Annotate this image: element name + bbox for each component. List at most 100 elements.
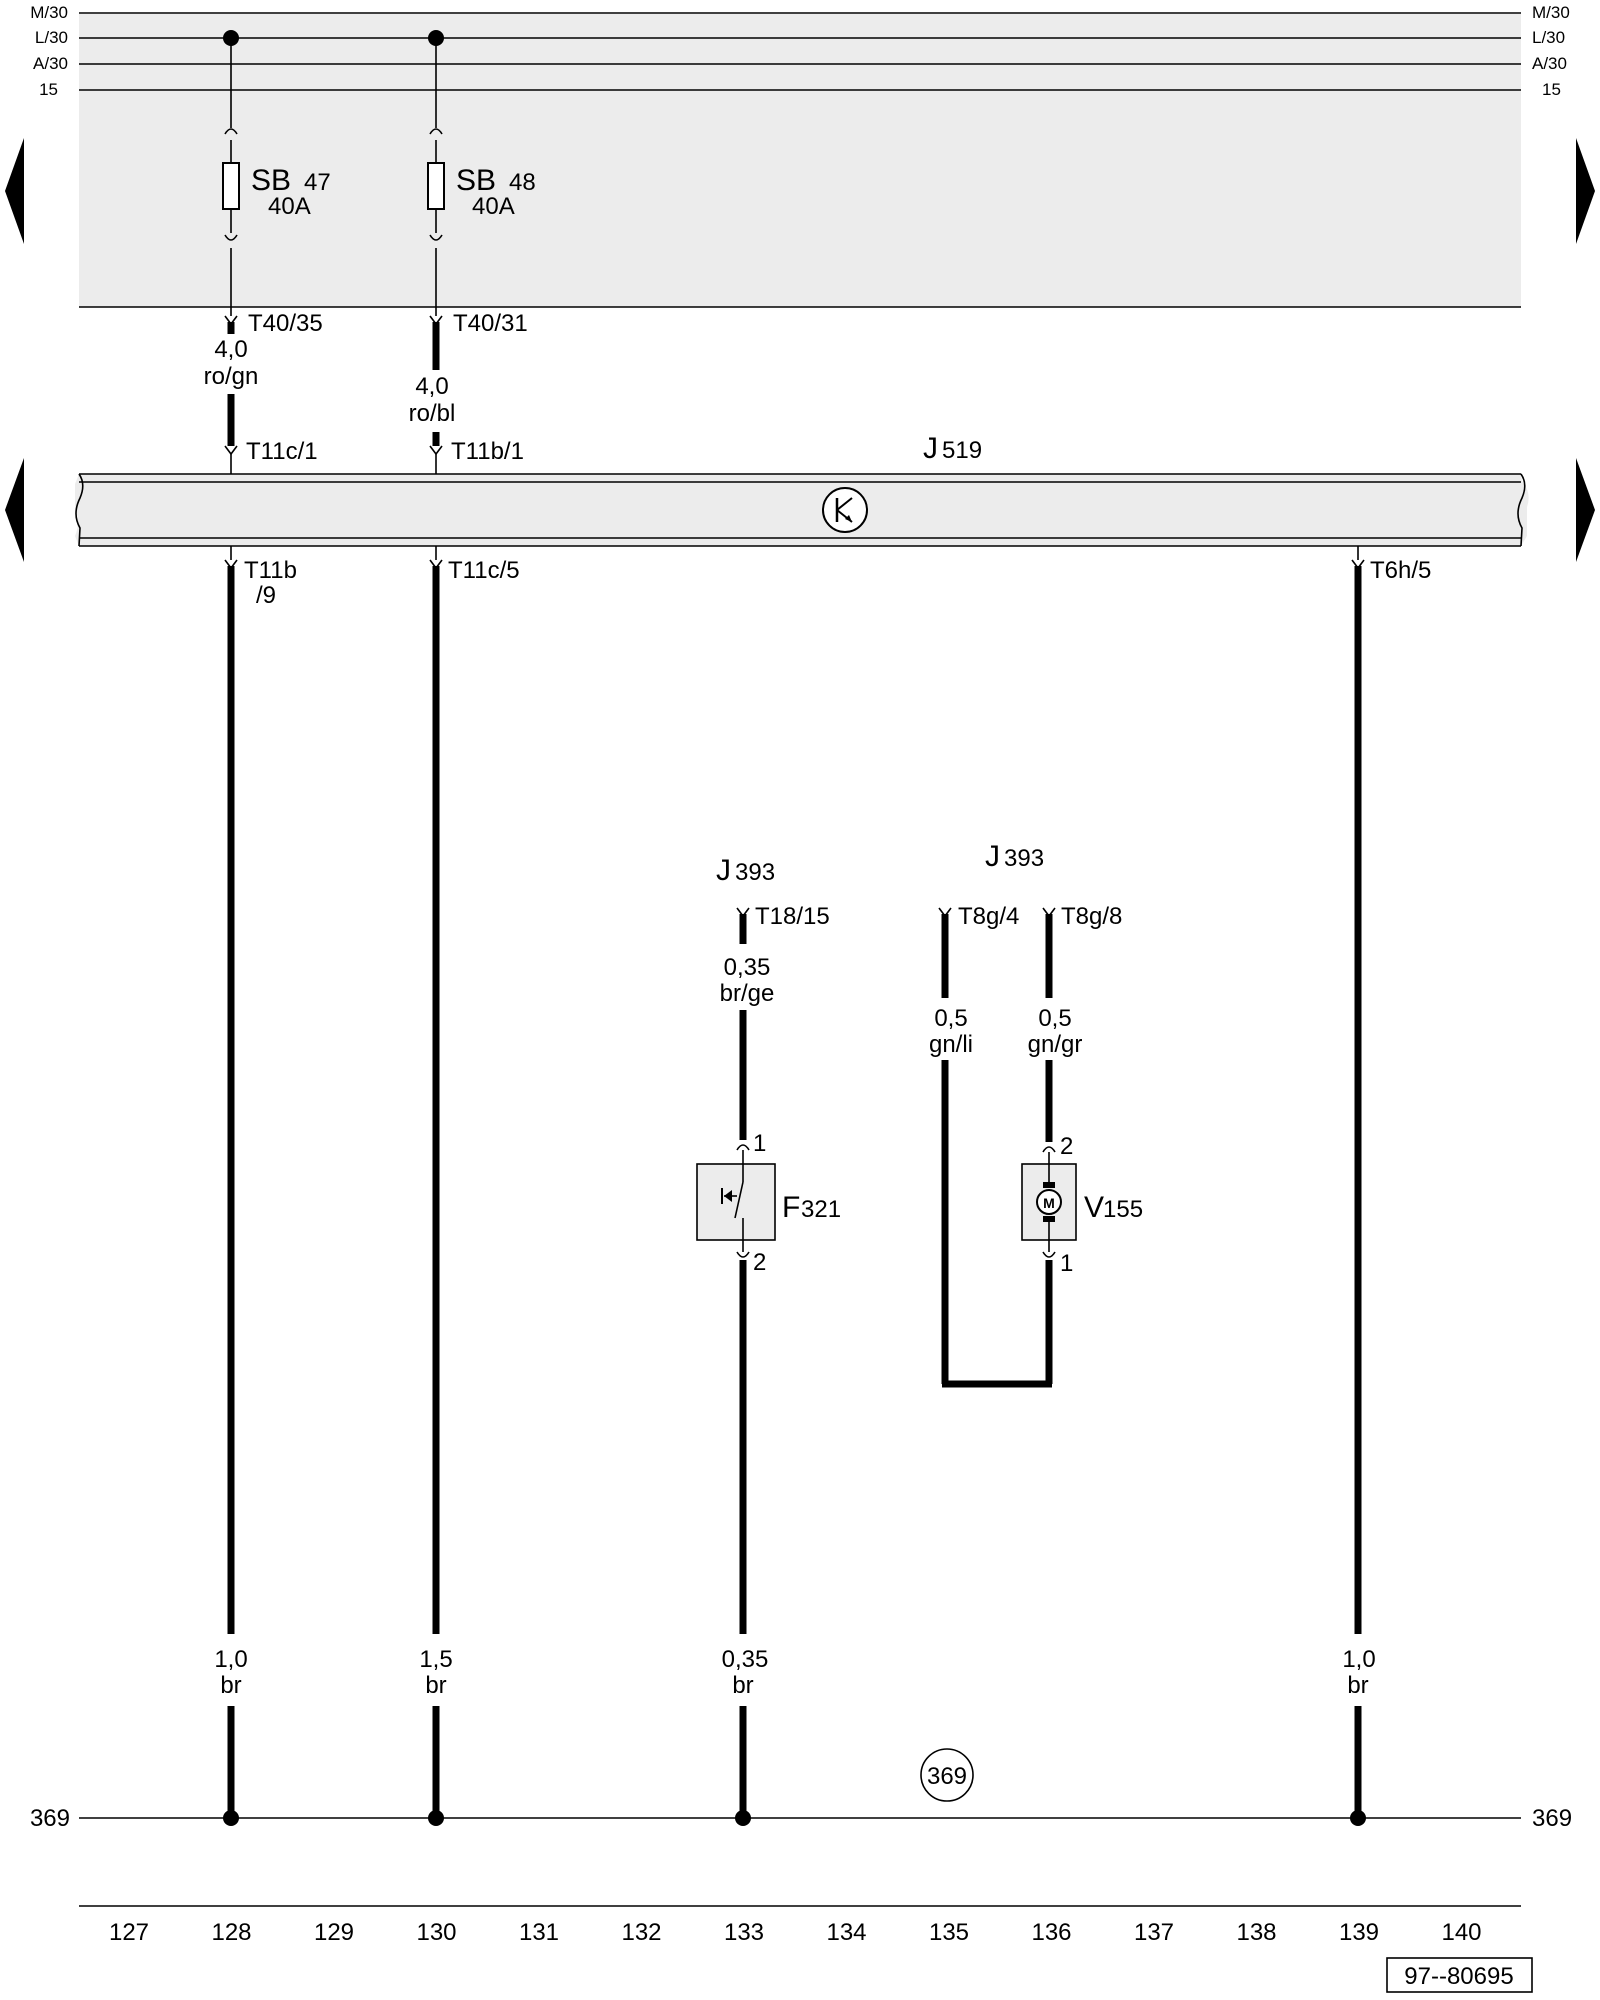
rail-label-ground-left: 369 [30,1805,70,1832]
column-label: 130 [416,1919,456,1946]
connector-t40-31-label: T40/31 [453,310,528,337]
connector-mark-t11c-1 [224,445,238,456]
column-label: 128 [211,1919,251,1946]
column-label: 138 [1236,1919,1276,1946]
motor-v155 [1021,1163,1077,1241]
wire-label-size: 1,0 [214,1646,247,1673]
connector-t18-15-label: T18/15 [755,903,830,930]
column-labels: 127 128 129 130 131 132 133 134 135 136 137 138 139 1… [109,1919,1482,1946]
fuse-sb47-id: SB [251,164,291,197]
j393-number: 393 [735,859,775,886]
v155-number: 155 [1103,1196,1143,1223]
f321-letter: F [782,1191,800,1224]
fuse-sb48-id: SB [456,164,496,197]
fuse-sb48-rating: 40A [472,193,515,220]
wire-label-size: 0,35 [724,954,771,981]
nav-arrow-right-bottom[interactable] [1576,458,1595,562]
wire-label-color: br/ge [720,980,775,1007]
column-label: 139 [1339,1919,1379,1946]
wire-label-color: gn/gr [1028,1031,1083,1058]
v155-pin-2: 2 [1060,1133,1073,1160]
rail-label-m30-left: M/30 [30,3,68,22]
column-label: 133 [724,1919,764,1946]
column-label: 137 [1134,1919,1174,1946]
column-label: 127 [109,1919,149,1946]
fuse-sb47-number: 47 [304,169,331,196]
doc-id: 97--80695 [1404,1963,1513,1990]
v155-pin-1: 1 [1060,1250,1073,1277]
nav-arrow-right-top[interactable] [1576,138,1595,244]
column-label: 131 [519,1919,559,1946]
fuse-panel-area [79,14,1521,307]
transistor-icon [822,487,868,533]
wire-label-color: br [1347,1672,1368,1699]
connector-t6h-5-label: T6h/5 [1370,557,1431,584]
wire-label-size: 1,0 [1342,1646,1375,1673]
ground-point-symbol [920,1748,974,1802]
connector-t8g-4-label: T8g/4 [958,903,1019,930]
column-label: 129 [314,1919,354,1946]
wire-label-color: br [220,1672,241,1699]
ground-point-label: 369 [927,1763,967,1790]
connector-t11b-9-label: T11b [244,557,297,584]
junction-dot-ground [1350,1810,1366,1826]
motor-symbol: M [1043,1195,1055,1211]
connector-t11b-9-label-suffix: /9 [256,582,276,609]
wire-label-color: gn/li [929,1031,973,1058]
connector-t11c-5-label: T11c/5 [448,557,520,584]
wire-label-size: 0,5 [934,1005,967,1032]
nav-arrow-left-bottom[interactable] [5,458,24,562]
f321-number: 321 [801,1196,841,1223]
connector-mark-v155-pin2 [1042,1146,1056,1153]
junction-dot-ground [735,1810,751,1826]
wire-label-size: 4,0 [415,373,448,400]
f321-pin-1: 1 [753,1130,766,1157]
wire-label-color: ro/gn [204,363,259,390]
wire-label-size: 0,35 [722,1646,769,1673]
v155-letter: V [1084,1191,1104,1224]
fuse-sb48 [427,38,445,316]
connector-t8g-8-label: T8g/8 [1061,903,1122,930]
fuse-sb47 [222,38,240,316]
rail-label-m30-right: M/30 [1532,3,1570,22]
wire-label-color: br [732,1672,753,1699]
wire-label-size: 1,5 [419,1646,452,1673]
junction-dot-ground [223,1810,239,1826]
rail-label-15-right: 15 [1542,80,1561,99]
wire-label-color: br [425,1672,446,1699]
connector-mark-f321-pin2 [736,1251,750,1258]
connector-t11c-1-label: T11c/1 [246,438,318,465]
j393-letter: J [985,840,1000,873]
rail-label-ground-right: 369 [1532,1805,1572,1832]
nav-arrow-left-top[interactable] [5,138,24,244]
column-label: 136 [1031,1919,1071,1946]
rail-label-l30-right: L/30 [1532,28,1565,47]
connector-mark-t11b-1 [429,445,443,456]
junction-dot-ground [428,1810,444,1826]
control-unit-j519 [75,473,1529,547]
wire-label-color: ro/bl [409,400,456,427]
j519-number: 519 [942,437,982,464]
rail-label-15-left: 15 [39,80,58,99]
doc-id-box [1386,1957,1533,1993]
column-label: 132 [621,1919,661,1946]
fuse-sb48-number: 48 [509,169,536,196]
j519-letter: J [923,432,938,465]
j393-letter: J [716,854,731,887]
wire-label-size: 4,0 [214,336,247,363]
switch-f321 [696,1163,776,1241]
connector-mark-v155-pin1 [1042,1251,1056,1258]
column-label: 134 [826,1919,866,1946]
connector-t40-35-label: T40/35 [248,310,323,337]
rail-label-a30-right: A/30 [1532,54,1567,73]
rail-label-l30-left: L/30 [35,28,68,47]
wire-label-size: 0,5 [1038,1005,1071,1032]
connector-t11b-1-label: T11b/1 [451,438,524,465]
column-label: 135 [929,1919,969,1946]
fuse-sb47-rating: 40A [268,193,311,220]
f321-pin-2: 2 [753,1249,766,1276]
rail-label-a30-left: A/30 [33,54,68,73]
j393-number: 393 [1004,845,1044,872]
column-label: 140 [1441,1919,1481,1946]
